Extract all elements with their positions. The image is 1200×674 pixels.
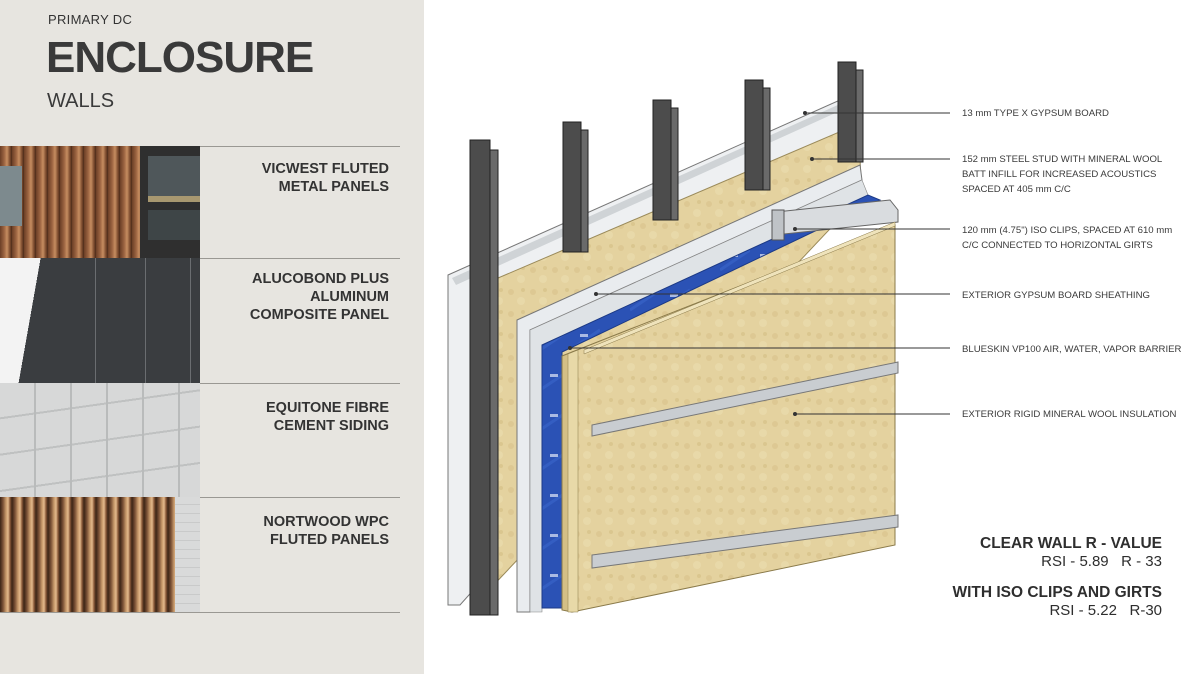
horizontal-girt (591, 361, 899, 437)
callout-blueskin: BLUESKIN VP100 AIR, WATER, VAPOR BARRIER (962, 344, 1182, 355)
material-label: VICWEST FLUTED METAL PANELS (261, 161, 389, 195)
material-label: NORTWOOD WPC FLUTED PANELS (263, 514, 389, 548)
callout-gypsum-board: 13 mm TYPE X GYPSUM BOARD (962, 108, 1109, 119)
alucobond-swatch-image (0, 258, 200, 383)
sidebar-panel: PRIMARY DC ENCLOSURE WALLS VICWEST FLUTE… (0, 0, 424, 674)
clear-wall-rvalue: CLEAR WALL R - VALUE RSI - 5.89 R - 33 (980, 535, 1162, 570)
callout-sheathing: EXTERIOR GYPSUM BOARD SHEATHING (962, 290, 1150, 301)
rvalue-title: WITH ISO CLIPS AND GIRTS (952, 584, 1162, 601)
rvalue-title: CLEAR WALL R - VALUE (980, 535, 1162, 552)
project-label: PRIMARY DC (48, 12, 133, 27)
material-row-alucobond: ALUCOBOND PLUS ALUMINUM COMPOSITE PANEL (0, 258, 400, 383)
page-title: ENCLOSURE (46, 33, 314, 82)
leader-dots (568, 111, 814, 416)
material-label: ALUCOBOND PLUS ALUMINUM COMPOSITE PANEL (249, 271, 389, 323)
rvalue-number: RSI - 5.22 R-30 (1049, 602, 1162, 619)
blueskin-membrane (541, 194, 882, 609)
equitone-swatch-image (0, 383, 200, 497)
callout-iso-clips: 120 mm (4.75") ISO CLIPS, SPACED AT 610 … (962, 225, 1173, 251)
steel-studs (469, 61, 864, 616)
material-row-vicwest: VICWEST FLUTED METAL PANELS (0, 146, 400, 258)
divider (0, 146, 400, 147)
divider (0, 258, 400, 259)
callout-rigid-insulation: EXTERIOR RIGID MINERAL WOOL INSULATION (962, 409, 1177, 420)
divider (0, 497, 400, 498)
material-row-nortwood: NORTWOOD WPC FLUTED PANELS (0, 497, 400, 613)
horizontal-girt (591, 514, 899, 569)
divider (0, 612, 400, 613)
wall-assembly-diagram (447, 61, 950, 616)
rvalue-number: RSI - 5.89 R - 33 (1041, 553, 1162, 570)
iso-clips-rvalue: WITH ISO CLIPS AND GIRTS RSI - 5.22 R-30 (952, 584, 1162, 619)
page-subtitle: WALLS (47, 90, 115, 112)
material-row-equitone: EQUITONE FIBRE CEMENT SIDING (0, 383, 400, 497)
callout-steel-stud: 152 mm STEEL STUD WITH MINERAL WOOL BATT… (962, 154, 1163, 195)
leader-lines (570, 112, 950, 415)
divider (0, 383, 400, 384)
material-label: EQUITONE FIBRE CEMENT SIDING (266, 400, 389, 434)
vicwest-swatch-image (0, 146, 200, 258)
nortwood-swatch-image (0, 497, 200, 612)
